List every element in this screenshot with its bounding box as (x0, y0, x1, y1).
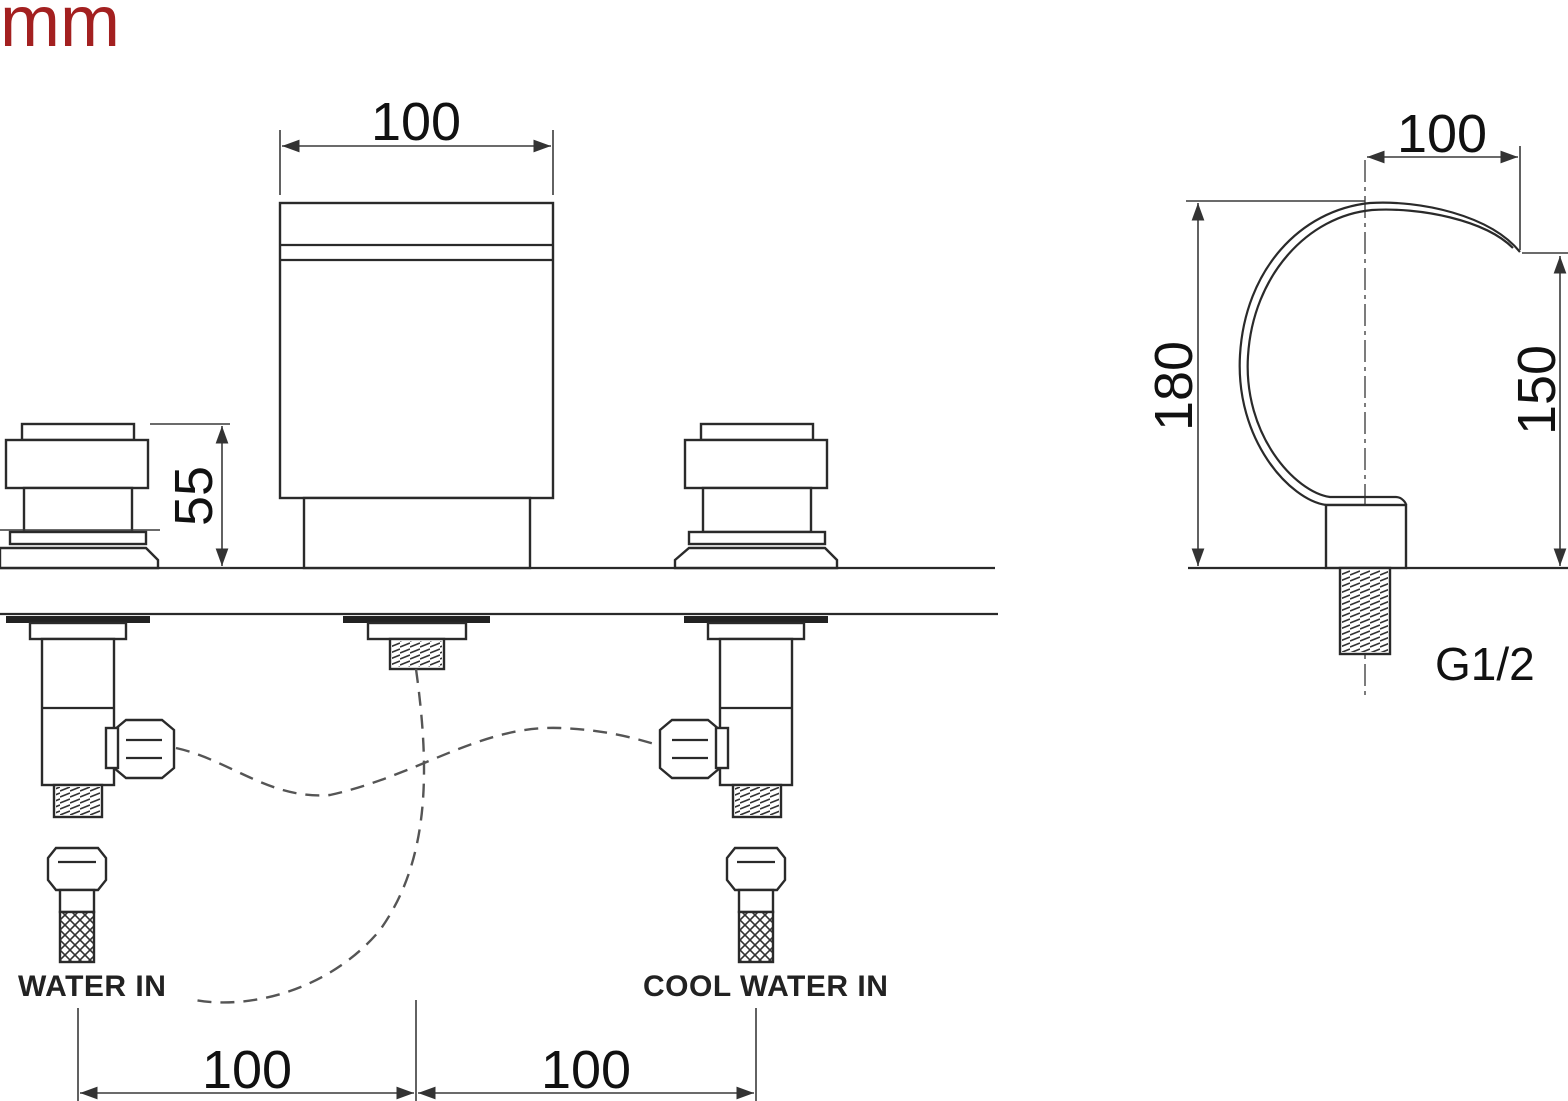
spout-tail (388, 637, 446, 671)
left-handle (0, 422, 160, 570)
spacing-left-value: 100 (202, 1040, 292, 1100)
spacing-right-value: 100 (541, 1040, 631, 1100)
thread-size-label: G1/2 (1435, 638, 1535, 690)
outlet-height-value: 150 (1507, 345, 1567, 435)
spacing-dimensions: 100 100 (77, 1000, 757, 1101)
right-handle (673, 422, 839, 570)
unit-label: mm (0, 0, 120, 62)
spout-reach-dimension: 100 (1367, 104, 1521, 250)
handle-height-dimension: 55 (0, 423, 230, 569)
front-view: 100 55 (0, 92, 998, 1101)
water-in-label: WATER IN (18, 970, 166, 1003)
spout-width-value: 100 (371, 92, 461, 152)
outlet-height-dimension: 150 (1507, 252, 1568, 566)
left-supply-fitting (46, 846, 108, 964)
spout-width-dimension: 100 (279, 92, 554, 195)
right-supply-fitting (725, 846, 787, 964)
curved-spout (1238, 201, 1521, 507)
handle-height-value: 55 (164, 466, 224, 526)
left-valve (40, 637, 176, 819)
total-height-value: 180 (1144, 341, 1204, 431)
under-deck-nuts (6, 616, 828, 641)
cool-water-in-label: COOL WATER IN (643, 970, 888, 1003)
spout-body (278, 201, 555, 570)
total-height-dimension: 180 (1144, 200, 1365, 566)
spout-shank (1338, 566, 1392, 656)
right-valve (658, 637, 794, 819)
spout-reach-value: 100 (1397, 104, 1487, 164)
flexible-hoses (175, 668, 659, 1004)
spout-base (1324, 503, 1408, 570)
side-view: 100 180 150 G1/2 (1144, 104, 1568, 700)
